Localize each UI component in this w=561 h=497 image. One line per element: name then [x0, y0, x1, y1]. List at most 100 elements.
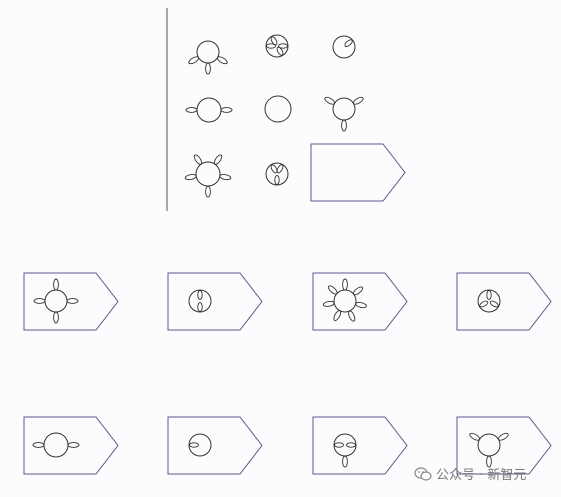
option-2-frame — [167, 272, 263, 331]
figure-circle — [188, 433, 212, 457]
matrix-figure-r2c2 — [264, 95, 292, 123]
puzzle-matrix — [184, 34, 406, 202]
matrix-figure-r1c2 — [265, 34, 289, 58]
inner-petal — [486, 290, 492, 300]
option-6-frame — [167, 416, 263, 475]
matrix-figure-r1c3 — [332, 35, 356, 59]
option-4-figure — [477, 289, 501, 313]
option-3[interactable] — [312, 272, 408, 331]
matrix-figure-r3c2 — [265, 162, 289, 186]
outer-petal — [53, 278, 59, 291]
answer-slot-r3c3 — [310, 143, 406, 202]
figure-circle — [477, 433, 501, 457]
outer-petal — [205, 62, 211, 75]
option-2[interactable] — [167, 272, 263, 331]
figure-circle — [333, 433, 357, 457]
option-5[interactable] — [23, 416, 119, 475]
option-6[interactable] — [167, 416, 263, 475]
inner-petal — [479, 300, 489, 308]
inner-petal — [270, 164, 278, 174]
matrix-figure-r1c1 — [188, 40, 228, 75]
figure-circle — [264, 95, 292, 123]
outer-petal — [348, 310, 356, 322]
figure-circle — [188, 289, 212, 313]
outer-petal — [352, 96, 364, 105]
inner-petal — [334, 442, 344, 448]
outer-petal — [193, 154, 203, 165]
option-5-figure — [32, 432, 80, 458]
option-3-frame — [312, 272, 408, 331]
watermark: 公众号 · 新智元 — [414, 464, 526, 483]
option-8-figure — [469, 432, 509, 468]
inner-petal — [276, 164, 284, 174]
option-7-frame — [312, 416, 408, 475]
outer-petal — [32, 442, 45, 448]
outer-petal — [341, 119, 347, 132]
figure-circle — [196, 40, 220, 64]
outer-petal — [469, 432, 481, 441]
outer-petal — [486, 455, 492, 468]
inner-petal — [266, 43, 276, 49]
outer-petal — [342, 455, 348, 468]
watermark-text: 公众号 · 新智元 — [436, 468, 527, 483]
outer-petal — [67, 442, 80, 448]
outer-petal — [53, 311, 59, 324]
option-4-frame — [456, 272, 552, 331]
outer-petal — [342, 278, 348, 291]
outer-petal — [66, 298, 79, 304]
inner-petal — [278, 43, 288, 49]
inner-petal — [274, 175, 280, 185]
outer-petal — [184, 174, 197, 181]
outer-petal — [322, 300, 335, 307]
option-8[interactable] — [456, 416, 552, 475]
inner-petal — [346, 442, 356, 448]
option-3-figure — [322, 278, 367, 322]
inner-petal — [197, 302, 203, 312]
answer-options — [23, 272, 552, 475]
matrix-figure-r3c1 — [184, 154, 232, 198]
option-2-figure — [188, 289, 212, 313]
outer-petal — [333, 310, 342, 322]
figure-circle — [196, 97, 222, 123]
outer-petal — [355, 301, 367, 309]
option-5-frame — [23, 416, 119, 475]
outer-petal — [33, 298, 46, 304]
option-1[interactable] — [23, 272, 119, 331]
outer-petal — [497, 432, 509, 441]
figure-circle — [195, 161, 221, 187]
inner-petal — [344, 39, 353, 47]
inner-petal — [189, 442, 199, 448]
outer-petal — [327, 285, 338, 295]
option-4[interactable] — [456, 272, 552, 331]
option-6-figure — [188, 433, 212, 457]
outer-petal — [213, 154, 223, 165]
option-7-figure — [333, 433, 357, 468]
outer-petal — [216, 56, 228, 65]
outer-petal — [185, 107, 198, 113]
matrix-figure-r2c1 — [185, 97, 233, 123]
outer-petal — [205, 185, 211, 198]
option-1-figure — [33, 278, 79, 324]
figure-circle — [477, 289, 501, 313]
outer-petal — [324, 96, 336, 105]
inner-petal — [276, 46, 284, 56]
wechat-icon — [414, 466, 432, 481]
figure-circle — [332, 97, 356, 121]
figure-circle — [265, 34, 289, 58]
outer-petal — [352, 286, 364, 296]
inner-petal — [489, 300, 499, 308]
figure-circle — [44, 289, 68, 313]
inner-petal — [270, 36, 278, 46]
figure-circle — [265, 162, 289, 186]
figure-circle — [332, 35, 356, 59]
option-1-frame — [23, 272, 119, 331]
matrix-figure-r2c3 — [324, 96, 364, 132]
outer-petal — [188, 56, 200, 65]
figure-circle — [43, 432, 69, 458]
option-7[interactable] — [312, 416, 408, 475]
outer-petal — [220, 107, 233, 113]
inner-petal — [197, 290, 203, 300]
option-8-frame — [456, 416, 552, 475]
outer-petal — [219, 174, 232, 181]
